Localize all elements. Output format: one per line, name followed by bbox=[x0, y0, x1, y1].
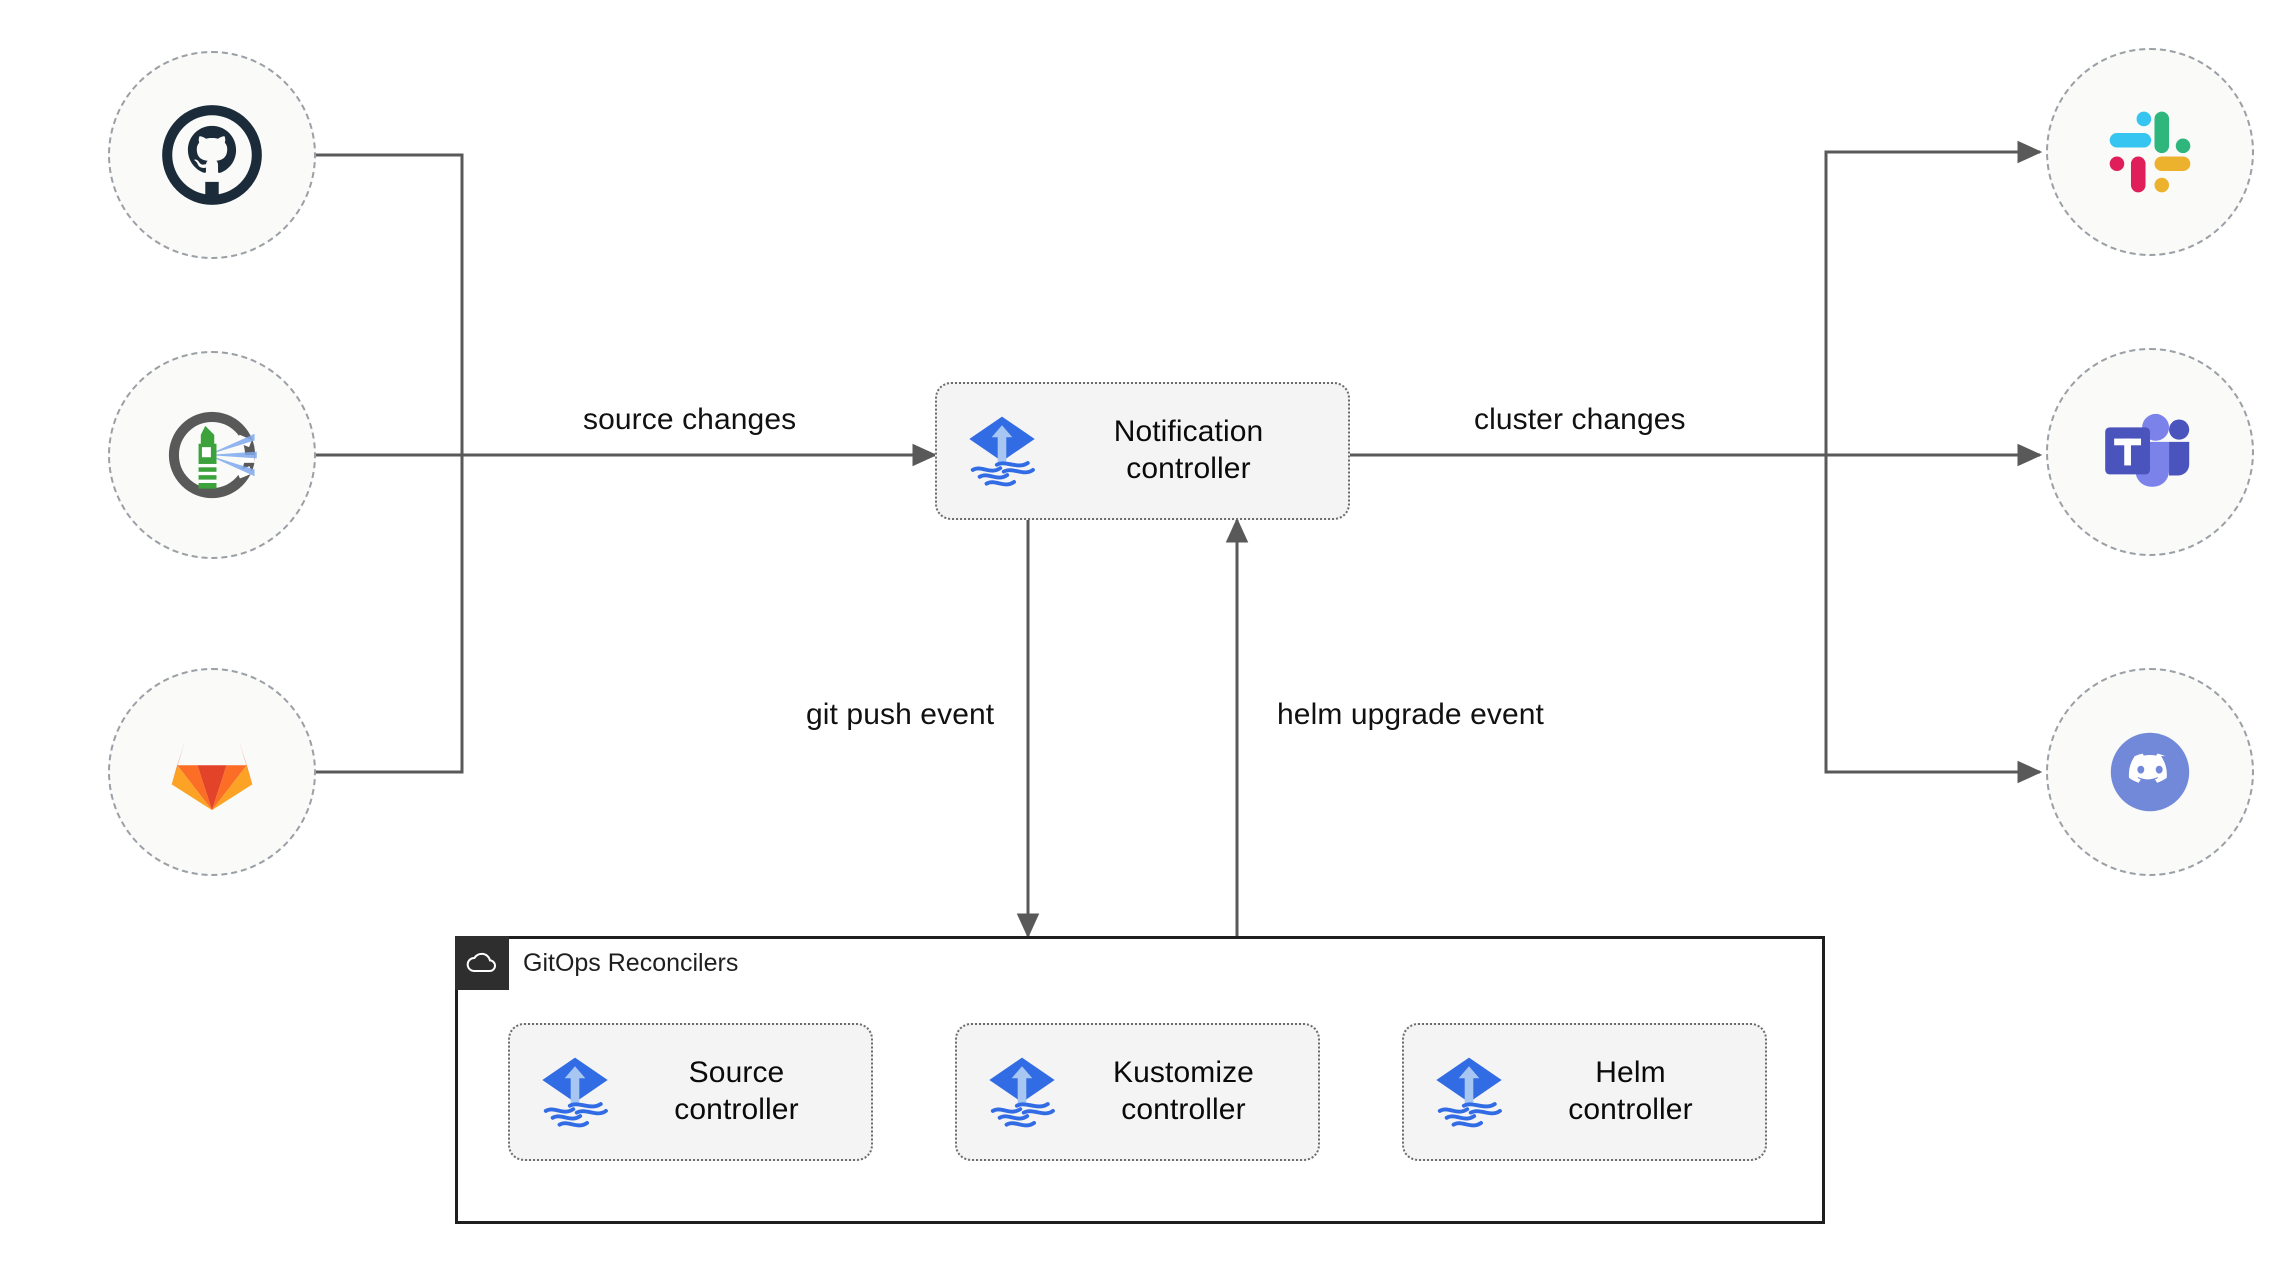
cloud-icon-tile bbox=[455, 936, 509, 990]
notification-controller-box[interactable]: Notification controller bbox=[935, 382, 1350, 520]
edge-label-source-changes: source changes bbox=[583, 403, 797, 436]
kustomize-controller-box[interactable]: Kustomize controller bbox=[955, 1023, 1320, 1161]
notification-line-2: controller bbox=[1126, 452, 1251, 485]
destination-node-teams[interactable] bbox=[2046, 348, 2254, 556]
kustomize-controller-label: Kustomize controller bbox=[1065, 1055, 1308, 1128]
flux-logo-icon bbox=[1436, 1057, 1502, 1128]
kustomize-controller-line-1: Kustomize bbox=[1113, 1056, 1254, 1090]
cloud-icon bbox=[466, 952, 496, 972]
notification-line-1: Notification bbox=[1113, 415, 1264, 449]
helm-controller-label: Helm controller bbox=[1512, 1055, 1755, 1128]
helm-controller-line-1: Helm bbox=[1595, 1056, 1666, 1090]
destination-node-discord[interactable] bbox=[2046, 668, 2254, 876]
flux-logo-icon bbox=[989, 1057, 1055, 1128]
gitlab-icon bbox=[171, 740, 253, 811]
slack-icon bbox=[2109, 111, 2191, 193]
flux-lighthouse-icon bbox=[168, 411, 257, 499]
source-node-gitlab[interactable] bbox=[108, 668, 316, 876]
source-controller-line-1: Source bbox=[688, 1056, 785, 1090]
edge-cluster-changes-to-slack bbox=[1824, 140, 2043, 455]
source-controller-box[interactable]: Source controller bbox=[508, 1023, 873, 1161]
source-node-github[interactable] bbox=[108, 51, 316, 259]
edge-label-helm-upgrade-event: helm upgrade event bbox=[1277, 698, 1544, 731]
source-controller-label: Source controller bbox=[618, 1055, 861, 1128]
source-node-flux[interactable] bbox=[108, 351, 316, 559]
edge-cluster-changes-to-discord bbox=[1824, 455, 2043, 784]
source-controller-line-2: controller bbox=[674, 1093, 799, 1126]
edge-label-cluster-changes: cluster changes bbox=[1474, 403, 1686, 436]
helm-controller-line-2: controller bbox=[1568, 1093, 1693, 1126]
notification-controller-label: Notification controller bbox=[1045, 414, 1338, 487]
destination-node-slack[interactable] bbox=[2046, 48, 2254, 256]
helm-controller-box[interactable]: Helm controller bbox=[1402, 1023, 1767, 1161]
gitops-reconcilers-header: GitOps Reconcilers bbox=[455, 936, 738, 990]
flux-logo-icon bbox=[969, 416, 1035, 487]
flux-logo-icon bbox=[542, 1057, 608, 1128]
gitops-reconcilers-title: GitOps Reconcilers bbox=[523, 948, 739, 977]
kustomize-controller-line-2: controller bbox=[1121, 1093, 1246, 1126]
github-icon bbox=[162, 105, 262, 205]
microsoft-teams-icon bbox=[2105, 413, 2190, 487]
edge-label-git-push-event: git push event bbox=[806, 698, 995, 731]
discord-icon bbox=[2110, 732, 2190, 812]
